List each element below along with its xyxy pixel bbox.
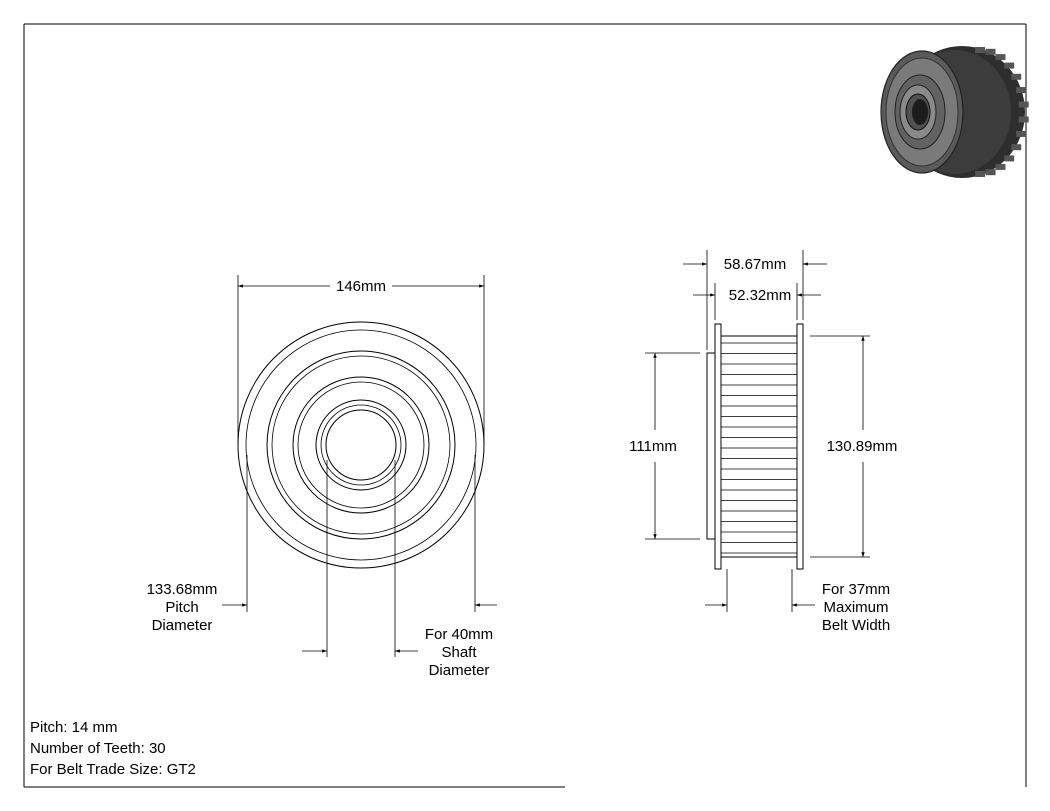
- right-flange: [796, 323, 804, 570]
- hub-circle-outer: [266, 350, 456, 540]
- dim-130-label: 130.89mm: [827, 438, 898, 455]
- render-tooth: [1004, 155, 1015, 162]
- render-tooth: [1018, 116, 1029, 123]
- dim-flange-height: 130.89mm: [810, 335, 898, 558]
- flange-outer-circle: [237, 321, 485, 569]
- drawing-frame: [23, 23, 1027, 788]
- dim-tooth-width: 52.32mm: [693, 283, 821, 320]
- dim-shaft-diameter: For 40mm Shaft Diameter: [302, 460, 493, 679]
- bearing-circle-outer: [292, 376, 430, 514]
- bore-circle: [325, 409, 397, 481]
- render-tooth: [995, 163, 1006, 170]
- belt-label-line2: Maximum: [823, 599, 888, 616]
- dim-111-label: 111mm: [629, 438, 677, 455]
- bore-ring-outer: [315, 399, 407, 491]
- render-tooth: [1004, 62, 1015, 69]
- bore-ring-inner: [320, 404, 402, 486]
- belt-label-line3: Belt Width: [822, 617, 890, 634]
- render-tooth: [1016, 87, 1027, 94]
- render-teeth: [975, 47, 1029, 177]
- dim-58-label: 58.67mm: [724, 256, 787, 273]
- dim-52-label: 52.32mm: [729, 287, 792, 304]
- render-tooth: [1011, 73, 1022, 80]
- render-tooth: [1016, 130, 1027, 137]
- dim-belt-width: For 37mm Maximum Belt Width: [705, 569, 890, 634]
- belt-label-line1: For 37mm: [822, 581, 890, 598]
- tooth-body: [720, 335, 798, 558]
- shaft-label-line3: Diameter: [429, 662, 490, 679]
- front-view: 146mm 133.68mm Pitch Diameter For 40mm S…: [147, 275, 497, 679]
- tooth-lines: [721, 342, 797, 554]
- render-tooth: [985, 48, 996, 55]
- render-tooth: [975, 47, 985, 53]
- side-view: 58.67mm 52.32mm 111mm 130.89mm: [629, 250, 897, 634]
- hub-boss: [706, 352, 716, 540]
- dim-pitch-diameter: 133.68mm Pitch Diameter: [147, 455, 497, 634]
- info-teeth: Number of Teeth: 30: [30, 740, 166, 757]
- render-tooth: [975, 171, 985, 177]
- pitch-circle: [245, 329, 477, 561]
- dim-hub-height: 111mm: [629, 352, 700, 540]
- shaft-label-line1: For 40mm: [425, 626, 493, 643]
- pitch-label-line3: Diameter: [152, 617, 213, 634]
- pulley-3d-render: [880, 46, 1029, 178]
- render-tooth: [995, 54, 1006, 61]
- bearing-circle-inner: [297, 381, 425, 509]
- dim-146-label: 146mm: [336, 278, 386, 295]
- shaft-label-line2: Shaft: [441, 644, 477, 661]
- hub-circle-inner: [271, 355, 451, 535]
- dim-overall-width: 58.67mm: [683, 250, 827, 350]
- dim-overall-diameter: 146mm: [237, 275, 485, 445]
- pitch-label-line1: 133.68mm: [147, 581, 218, 598]
- left-flange: [714, 323, 722, 570]
- render-tooth: [1011, 144, 1022, 151]
- info-belt-size: For Belt Trade Size: GT2: [30, 761, 196, 778]
- render-tooth: [985, 169, 996, 176]
- pitch-label-line2: Pitch: [165, 599, 198, 616]
- info-pitch: Pitch: 14 mm: [30, 719, 118, 736]
- render-tooth: [1018, 101, 1029, 108]
